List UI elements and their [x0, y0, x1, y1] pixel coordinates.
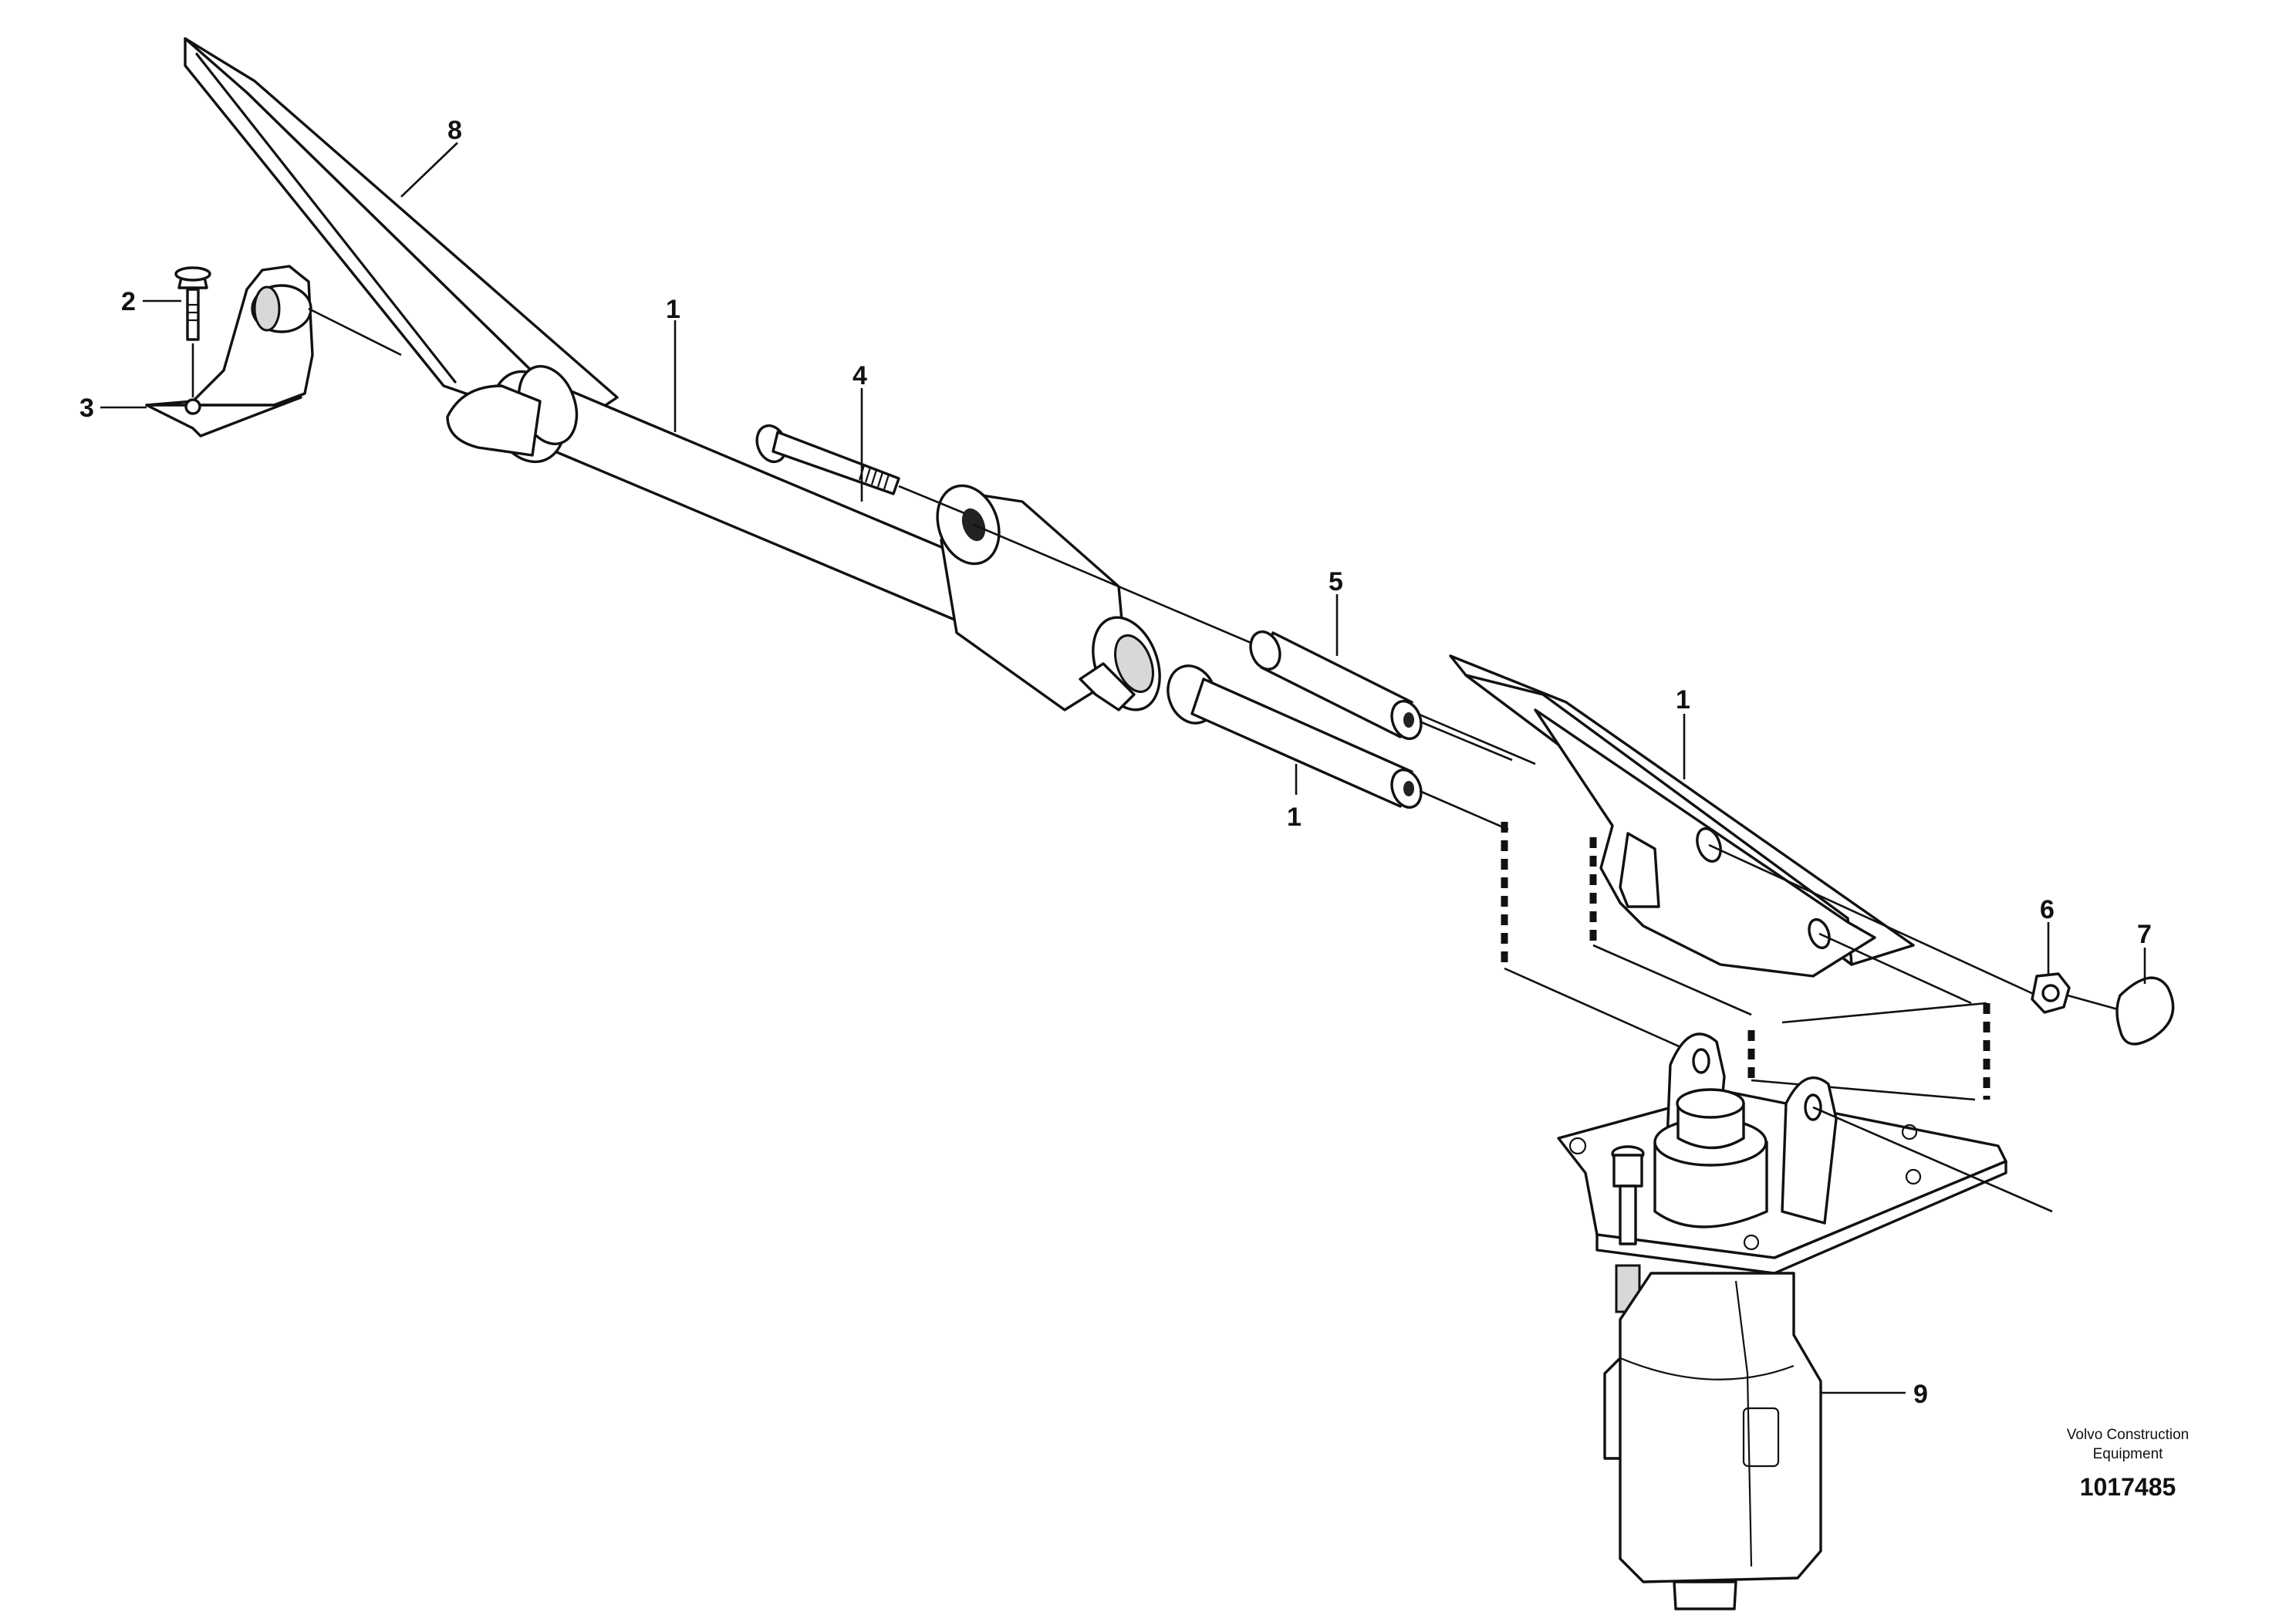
- shaft-part-1: [446, 364, 1161, 711]
- company-name-line2: Equipment: [2093, 1446, 2164, 1462]
- pin-axis-line: [1419, 789, 1509, 831]
- stop-axis-line: [308, 307, 402, 357]
- callout-6: 6: [2040, 895, 2055, 924]
- brake-valve-part-9: [1557, 1032, 2053, 1610]
- pedal-part-1: [1449, 654, 1915, 978]
- callout-4: 4: [853, 361, 867, 390]
- pedal-axis-line-upper: [1708, 843, 2038, 997]
- callout-7: 7: [2137, 920, 2152, 949]
- callout-1-pin: 1: [1287, 803, 1302, 832]
- nut-axis-line: [2067, 994, 2119, 1011]
- pin-part-1: [1167, 664, 1423, 809]
- sleeve-part-5: [1249, 630, 1423, 740]
- callout-1-pedal: 1: [1676, 685, 1690, 715]
- callout-3: 3: [79, 394, 94, 423]
- dashed-mounting-links: [1501, 822, 1990, 1100]
- cap-part-7: [2115, 976, 2175, 1046]
- company-name-line1: Volvo Construction: [2067, 1427, 2189, 1443]
- callout-2: 2: [121, 287, 136, 316]
- reference-number: 1017485: [2080, 1473, 2176, 1501]
- nut-part-6: [2031, 972, 2071, 1014]
- pedal-axis-line-lower: [1818, 932, 1972, 1005]
- bolt-axis-line: [898, 485, 965, 515]
- pedal-plate-part-8: [184, 37, 619, 422]
- screw-part-2: [174, 266, 211, 341]
- callout-9: 9: [1913, 1380, 1928, 1409]
- sleeve-axis-line: [1419, 720, 1513, 762]
- rubber-stop: [251, 284, 312, 333]
- callout-1-shaft: 1: [666, 295, 680, 324]
- callout-8: 8: [447, 116, 462, 145]
- callout-leaders: [100, 142, 2146, 1394]
- bolt-part-4: [755, 424, 900, 495]
- callout-5: 5: [1329, 567, 1343, 596]
